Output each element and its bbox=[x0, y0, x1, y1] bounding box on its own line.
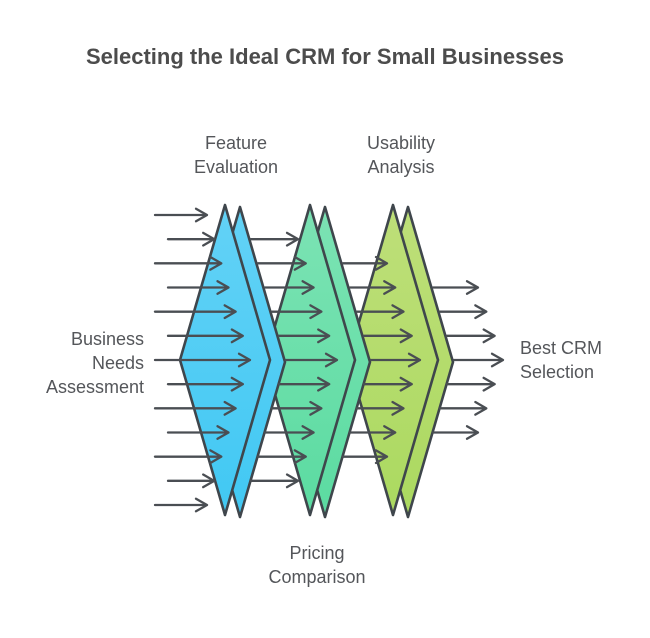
label-best-crm-selection: Best CRM Selection bbox=[520, 338, 603, 382]
label-pricing-comparison: Pricing Comparison bbox=[268, 543, 366, 587]
diagram-title: Selecting the Ideal CRM for Small Busine… bbox=[85, 44, 565, 69]
flow-arrows bbox=[153, 207, 505, 513]
label-usability-analysis: Usability Analysis bbox=[366, 133, 436, 177]
label-business-needs-assessment: Business Needs Assessment bbox=[45, 329, 144, 397]
label-feature-evaluation: Feature Evaluation bbox=[193, 133, 279, 177]
